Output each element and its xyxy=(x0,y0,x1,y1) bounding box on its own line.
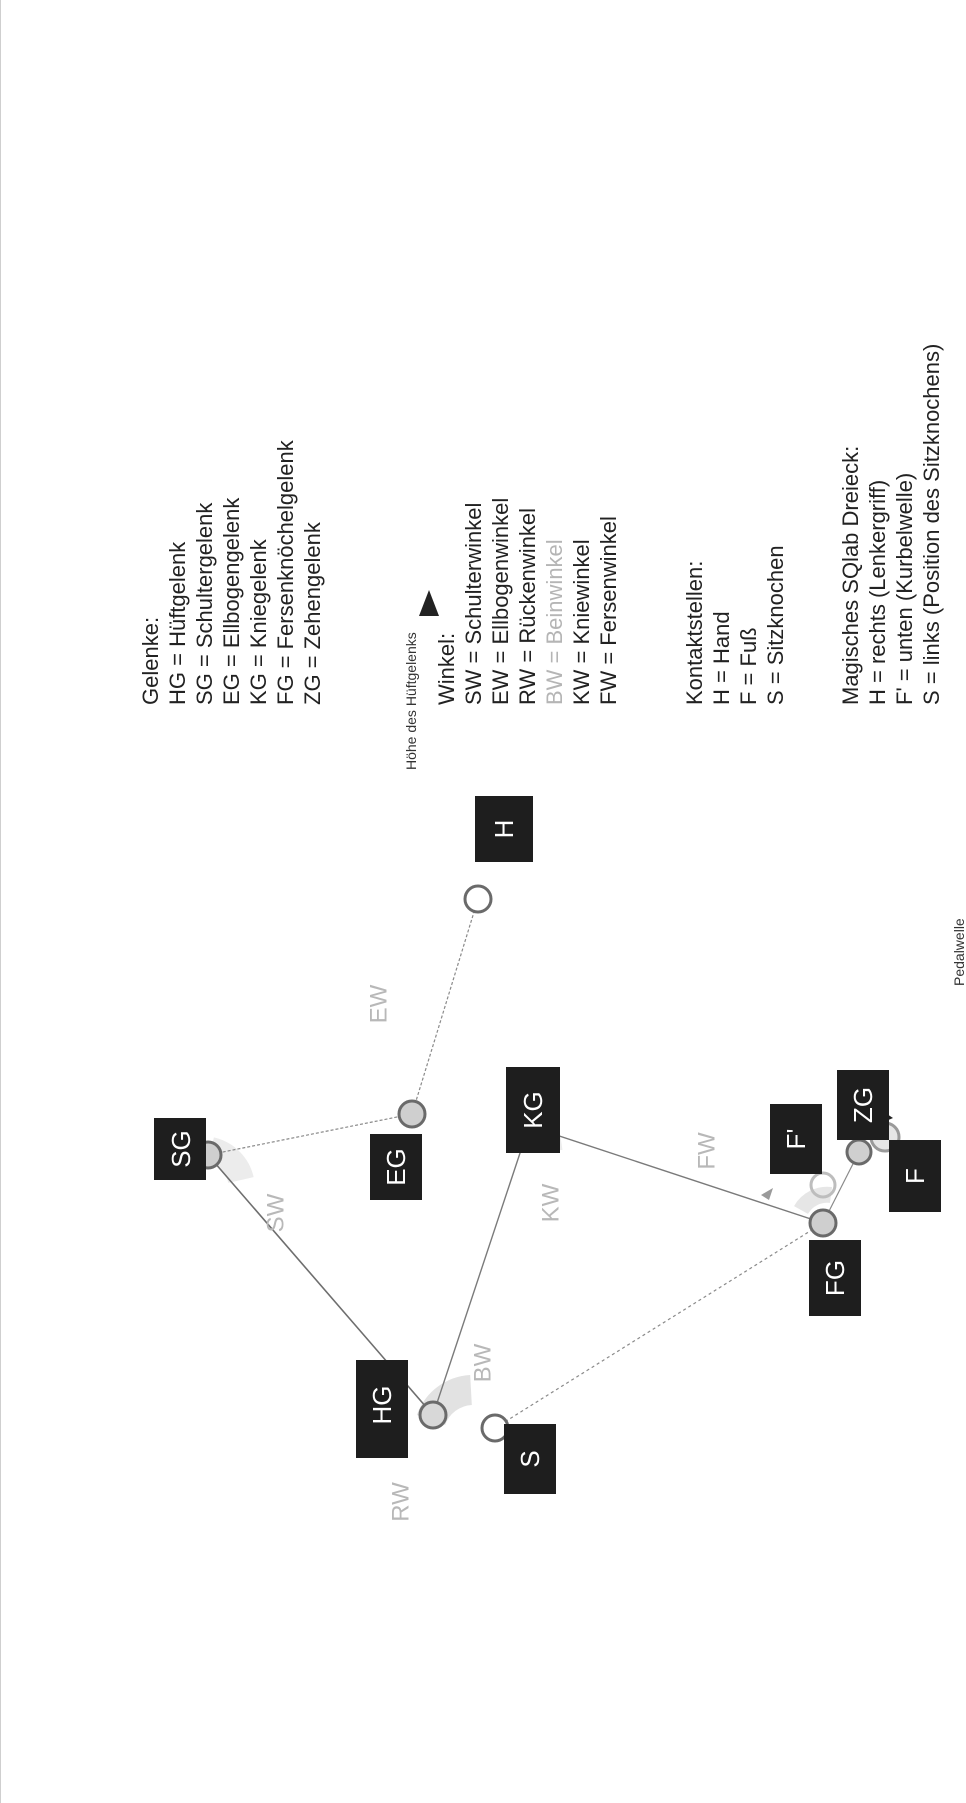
s-label: S xyxy=(515,1450,545,1467)
hip-height-arrow-icon xyxy=(419,590,439,616)
sg-box xyxy=(154,1118,206,1180)
f-prime-crank xyxy=(809,1171,837,1199)
legend-triangle-item: H = rechts (Lenkergriff) xyxy=(865,479,890,705)
hg-label: HG xyxy=(367,1386,397,1425)
kw-label: KW xyxy=(538,1183,565,1222)
fg-label: FG xyxy=(820,1260,850,1296)
zg-joint xyxy=(845,1138,873,1166)
legend-contacts-title: Kontaktstellen: xyxy=(682,560,707,705)
legend-angles-item: EW = Ellbogenwinkel xyxy=(488,497,513,705)
zg-box xyxy=(837,1070,889,1140)
legend-angles-title: Winkel: xyxy=(434,632,459,705)
forearm-line xyxy=(411,898,479,1115)
hg-box xyxy=(356,1360,408,1458)
f-prime-box xyxy=(770,1104,822,1174)
legend-angles-item: BW = Beinwinkel xyxy=(542,539,567,705)
legend-triangle-item: S = links (Position des Sitzknochens) xyxy=(919,343,944,705)
legend-angles-item: RW = Rückenwinkel xyxy=(515,507,540,705)
f-prime-label: F' xyxy=(781,1129,811,1150)
legend-triangle: Magisches SQlab Dreieck: H = rechts (Len… xyxy=(837,344,945,705)
legend-contacts-item: S = Sitzknochen xyxy=(763,545,788,705)
thigh-line xyxy=(432,1125,530,1416)
pedal-axis-note: Pedalwelle xyxy=(951,918,966,986)
sg-label: SG xyxy=(166,1130,196,1168)
s-box xyxy=(504,1424,556,1494)
legend-angles: Winkel: SW = Schulterwinkel EW = Ellboge… xyxy=(433,498,622,705)
bw-label: BW xyxy=(470,1343,497,1382)
fw-label: FW xyxy=(694,1132,721,1170)
h-box xyxy=(475,796,533,862)
zg-label: ZG xyxy=(848,1087,878,1123)
eg-label: EG xyxy=(381,1148,411,1186)
legend-contacts: Kontaktstellen: H = Hand F = Fuß S = Sit… xyxy=(681,545,789,705)
legend-joints-item: KG = Kniegelenk xyxy=(246,539,271,705)
h-label: H xyxy=(489,820,519,839)
legend-joints-title: Gelenke: xyxy=(138,616,163,705)
eg-box xyxy=(370,1134,422,1200)
f-label: F xyxy=(900,1168,930,1184)
fg-box xyxy=(809,1240,861,1316)
legend-joints-item: ZG = Zehengelenk xyxy=(300,522,325,705)
f-box xyxy=(889,1140,941,1212)
sw-label: SW xyxy=(263,1193,290,1232)
seat-to-crank-line xyxy=(494,1222,824,1429)
hip-height-note: Höhe des Hüftgelenks xyxy=(403,632,419,770)
legend-angles-item: FW = Fersenwinkel xyxy=(596,516,621,705)
kg-label: KG xyxy=(518,1091,548,1129)
ew-label: EW xyxy=(366,984,393,1023)
eg-joint xyxy=(397,1099,427,1129)
legend-triangle-item: F' = unten (Kurbelwelle) xyxy=(892,472,917,705)
fg-joint xyxy=(808,1208,838,1238)
kg-box xyxy=(506,1067,560,1153)
legend-triangle-title: Magisches SQlab Dreieck: xyxy=(838,445,863,705)
rw-label: RW xyxy=(388,1482,415,1522)
legend-contacts-item: H = Hand xyxy=(709,611,734,705)
shin-line xyxy=(528,1125,824,1224)
legend-joints-item: EG = Ellbogengelenk xyxy=(219,497,244,705)
hg-joint xyxy=(418,1400,448,1430)
crank-marker-icon xyxy=(761,1188,773,1200)
legend-joints-item: FG = Fersenknöchelgelenk xyxy=(273,440,298,705)
h-contact xyxy=(463,884,493,914)
legend-joints: Gelenke: HG = Hüftgelenk SG = Schulterge… xyxy=(137,440,326,705)
legend-contacts-item: F = Fuß xyxy=(736,627,761,705)
legend-angles-item: SW = Schulterwinkel xyxy=(461,502,486,705)
legend-joints-item: HG = Hüftgelenk xyxy=(165,541,190,705)
legend-angles-item: KW = Kniewinkel xyxy=(569,539,594,705)
legend-joints-item: SG = Schultergelenk xyxy=(192,502,217,705)
